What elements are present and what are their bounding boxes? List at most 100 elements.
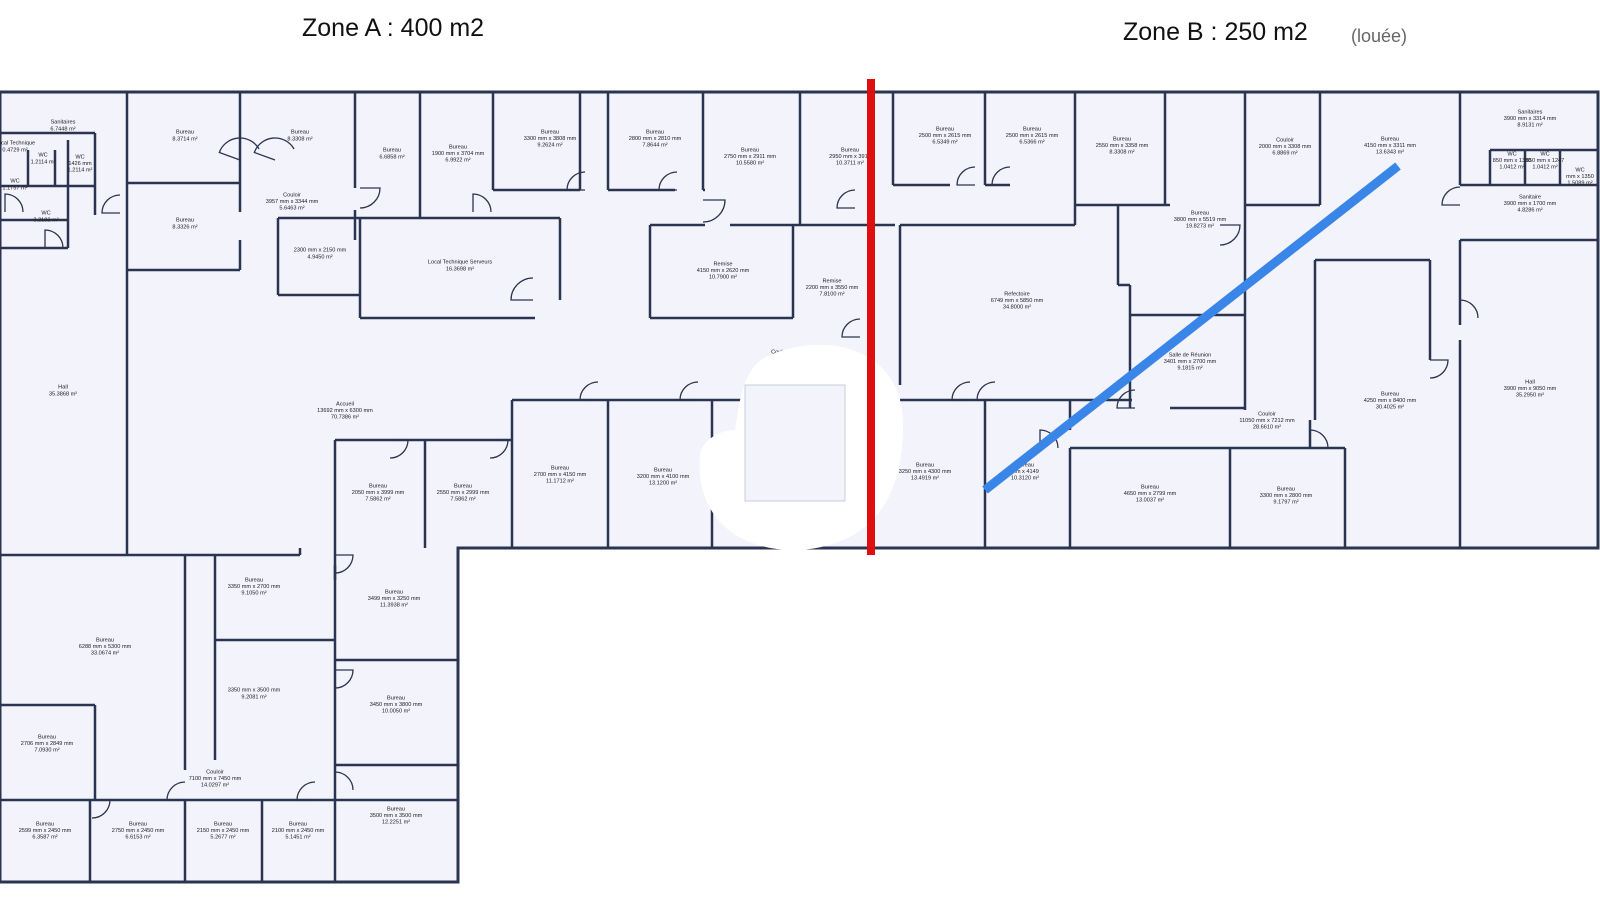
room-area-label: 35.2950 m² (1516, 393, 1544, 399)
door-swing (1429, 359, 1449, 379)
room-area-label: 7.5862 m² (450, 497, 475, 503)
room-dims-label: 2550 mm x 3358 mm (1096, 143, 1149, 149)
room-dims-label: 2800 mm x 2810 mm (629, 136, 682, 142)
room-area-label: 1.0412 m² (1532, 165, 1557, 171)
door-swing (991, 166, 1011, 186)
room-area-label: 7.8644 m² (642, 143, 667, 149)
room-name-label: Bureau (454, 483, 472, 489)
room-dims-label: 2300 mm x 2150 mm (294, 248, 347, 254)
door-swing (472, 193, 492, 213)
room-name-label: Bureau (1191, 210, 1209, 216)
room-area-label: 33.0674 m² (91, 651, 119, 657)
room-dims-label: 4150 mm x 2620 mm (697, 268, 750, 274)
room-name-label: Bureau (1113, 136, 1131, 142)
room-name-label: Bureau (1277, 486, 1295, 492)
room-name-label: WC (10, 179, 19, 185)
room-dims-label: mm x 4149 (1011, 469, 1039, 475)
room-area-label: 3.2182 m² (33, 217, 58, 223)
room-area-label: 9.1815 m² (1177, 366, 1202, 372)
room-dims-label: 2750 mm x 2450 mm (112, 828, 165, 834)
room-name-label: Bureau (541, 129, 559, 135)
door-swing (218, 137, 260, 161)
room-name-label: Bureau (129, 821, 147, 827)
room-area-label: 10.5580 m² (736, 161, 764, 167)
room-dims-label: 2500 mm x 2615 mm (919, 133, 972, 139)
room-name-label: Bureau (289, 821, 307, 827)
room-dims-label: 3200 mm x 4100 mm (637, 474, 690, 480)
room-dims-label: 3300 mm x 3808 mm (524, 136, 577, 142)
room-name-label: Hall (58, 385, 68, 391)
room-name-label: Refectoire (1004, 291, 1030, 297)
room-name-label: Sanitaire (1519, 194, 1541, 200)
room-dims-label: 2000 mm x 3308 mm (1259, 144, 1312, 150)
room-area-label: 7.5862 m² (365, 497, 390, 503)
room-area-label: 8.3326 m² (172, 224, 197, 230)
door-swing (166, 781, 186, 801)
room-name-label: Bureau (176, 130, 194, 136)
door-swing (359, 187, 381, 209)
door-swing (296, 781, 316, 801)
room-dims-label: 1900 mm x 3704 mm (432, 151, 485, 157)
door-swing (976, 381, 996, 401)
room-area-label: 9.1797 m² (1273, 500, 1298, 506)
room-name-label: Bureau (551, 465, 569, 471)
room-area-label: 0.4729 m² (2, 147, 27, 153)
room-name-label: Bureau (385, 589, 403, 595)
room-area-label: 6.5349 m² (932, 140, 957, 146)
room-area-label: 19.8273 m² (1186, 224, 1214, 230)
door-swing (334, 669, 354, 689)
door-swing (1441, 186, 1461, 206)
room-area-label: 7.8100 m² (819, 292, 844, 298)
door-swing (4, 193, 24, 213)
room-dims-label: 3300 mm x 2800 mm (1260, 493, 1313, 499)
room-dims-label: 4250 mm x 8400 mm (1364, 398, 1417, 404)
door-swing (1219, 224, 1241, 246)
door-swing (1116, 389, 1136, 409)
room-name-label: Accueil (336, 401, 354, 407)
room-area-label: 8.3714 m² (172, 136, 197, 142)
room-area-label: 1.1757 m² (2, 185, 27, 191)
door-swing (334, 771, 354, 791)
room-area-label: 30.4025 m² (1376, 405, 1404, 411)
door-swing (253, 137, 295, 161)
door-swing (956, 166, 976, 186)
room-dims-label: 3250 mm x 4300 mm (899, 469, 952, 475)
room-dims-label: 850 mm x 1247 (1526, 158, 1565, 164)
room-dims-label: 4650 mm x 2799 mm (1124, 491, 1177, 497)
room-area-label: 6.6858 m² (379, 154, 404, 160)
room-name-label: WC (41, 211, 50, 217)
door-swing (566, 171, 586, 191)
room-area-label: 4.9450 m² (307, 254, 332, 260)
door-swing (1309, 429, 1329, 449)
room-area-label: 11.3938 m² (380, 603, 408, 609)
door-swing (658, 171, 678, 191)
door-swing (510, 277, 534, 301)
room-area-label: 10.3120 m² (1011, 476, 1039, 482)
room-area-label: 6.5366 m² (1019, 140, 1044, 146)
room-name-label: WC (1575, 167, 1584, 173)
room-name-label: Couloir (283, 192, 301, 198)
room-name-label: Bureau (936, 126, 954, 132)
room-name-label: Hall (1525, 379, 1535, 385)
room-name-label: WC (1540, 151, 1549, 157)
room-area-label: 13.0037 m² (1136, 498, 1164, 504)
room-dims-label: 2050 mm x 3999 mm (352, 490, 405, 496)
room-name-label: Bureau (176, 218, 194, 224)
room-name-label: Bureau (449, 144, 467, 150)
room-dims-label: 2750 mm x 2911 mm (724, 154, 776, 160)
room-dims-label: 13692 mm x 6300 mm (317, 408, 373, 414)
room-area-label: 4.8286 m² (1517, 208, 1542, 214)
room-dims-label: 4150 mm x 3311 mm (1364, 143, 1416, 149)
room-dims-label: 3900 mm x 1700 mm (1504, 201, 1557, 207)
room-dims-label: 3800 mm x 5519 mm (1174, 217, 1227, 223)
room-area-label: 13.4919 m² (911, 476, 939, 482)
room-dims-label: 3499 mm x 3250 mm (368, 596, 421, 602)
door-swing (702, 199, 726, 223)
room-dims-label: 2706 mm x 2849 mm (21, 741, 74, 747)
room-dims-label: 3900 mm x 3314 mm (1504, 116, 1557, 122)
room-area-label: 10.7900 m² (709, 275, 737, 281)
room-name-label: Bureau (36, 821, 54, 827)
room-dims-label: mm x 1350 (1566, 174, 1594, 180)
room-dims-label: 2700 mm x 4150 mm (534, 472, 587, 478)
